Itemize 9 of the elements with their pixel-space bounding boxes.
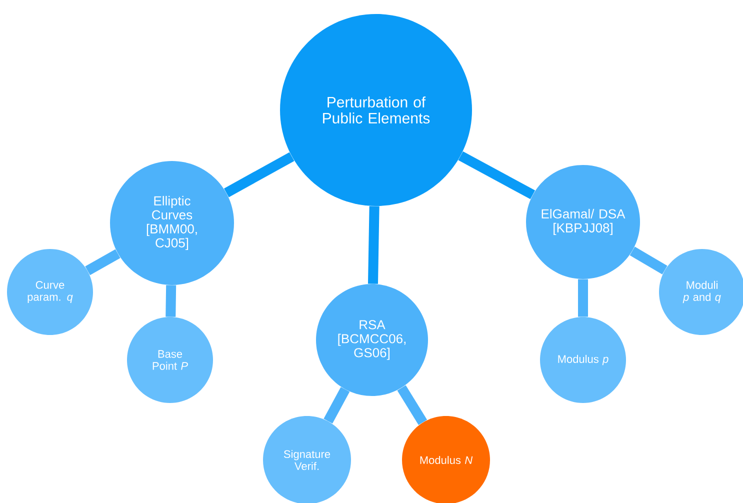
connector — [630, 246, 668, 274]
connector — [85, 249, 120, 276]
connector — [458, 151, 536, 200]
connector — [324, 387, 350, 424]
connector — [224, 152, 294, 198]
connector — [397, 385, 428, 425]
connector — [166, 285, 176, 317]
connector — [368, 206, 380, 284]
connector — [578, 279, 588, 317]
